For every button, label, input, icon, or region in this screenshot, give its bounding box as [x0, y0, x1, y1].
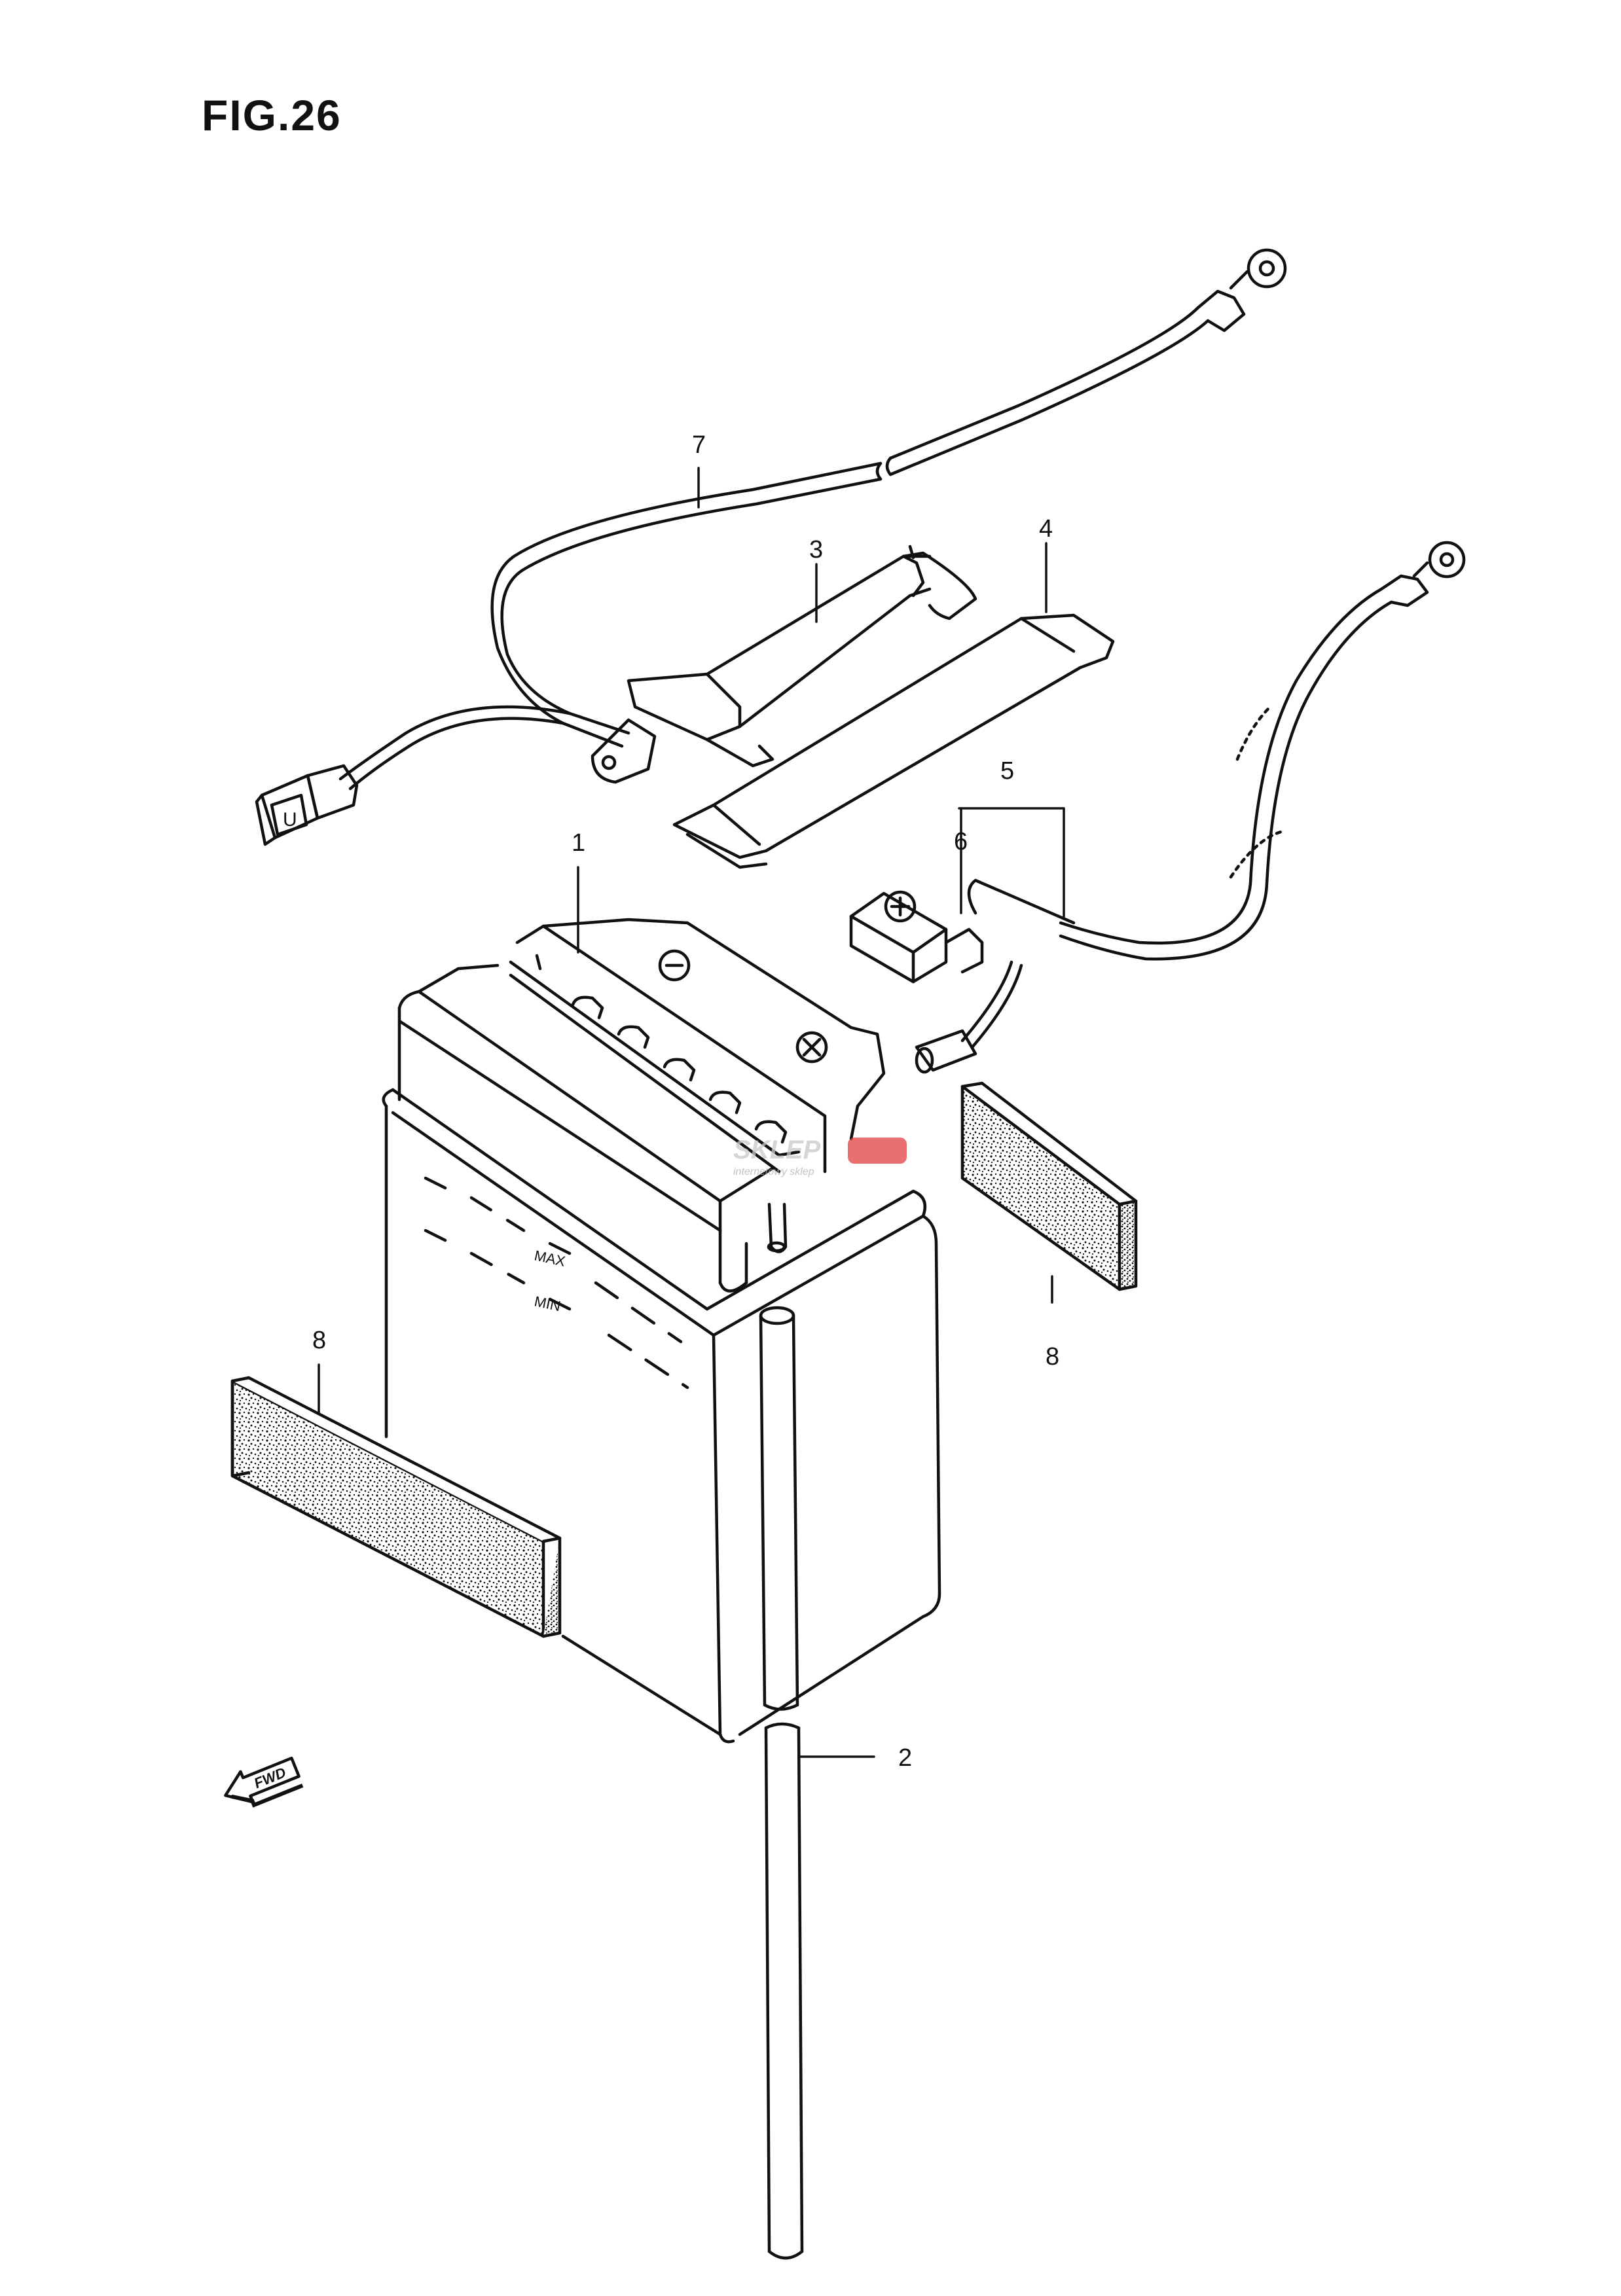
battery: MAX MIN [382, 918, 941, 1744]
callout-labels: 1 2 3 4 5 6 7 8 8 [312, 431, 1059, 1772]
callout-4: 4 [1039, 515, 1053, 543]
min-marking: MIN [533, 1293, 562, 1314]
negative-cable: U [255, 248, 1287, 846]
callout-2: 2 [898, 1744, 912, 1772]
coupler-mark: U [283, 809, 297, 831]
callout-1: 1 [572, 829, 585, 857]
battery-band-lower [672, 613, 1115, 869]
callout-3: 3 [809, 536, 823, 564]
battery-cushion-right [960, 1081, 1138, 1291]
callout-6: 6 [954, 828, 968, 855]
battery-cushion-left [230, 1376, 562, 1638]
watermark-brand: SKLEP [733, 1136, 821, 1164]
breather-hose [759, 1306, 804, 2260]
terminal-cover [849, 890, 984, 984]
watermark-sub: internetowy sklep [733, 1166, 814, 1177]
figure-title: FIG.26 [202, 91, 342, 139]
callout-8-right: 8 [1046, 1343, 1059, 1371]
forward-direction-arrow: FWD [224, 1756, 304, 1808]
callout-8-left: 8 [312, 1327, 326, 1354]
leader-lines [318, 467, 1065, 1758]
positive-cable-assembly [915, 541, 1466, 1074]
watermark: SKLEP internetowy sklep [733, 1136, 907, 1177]
battery-band-upper [627, 545, 977, 768]
callout-7: 7 [692, 431, 706, 459]
callout-5: 5 [1000, 757, 1014, 785]
